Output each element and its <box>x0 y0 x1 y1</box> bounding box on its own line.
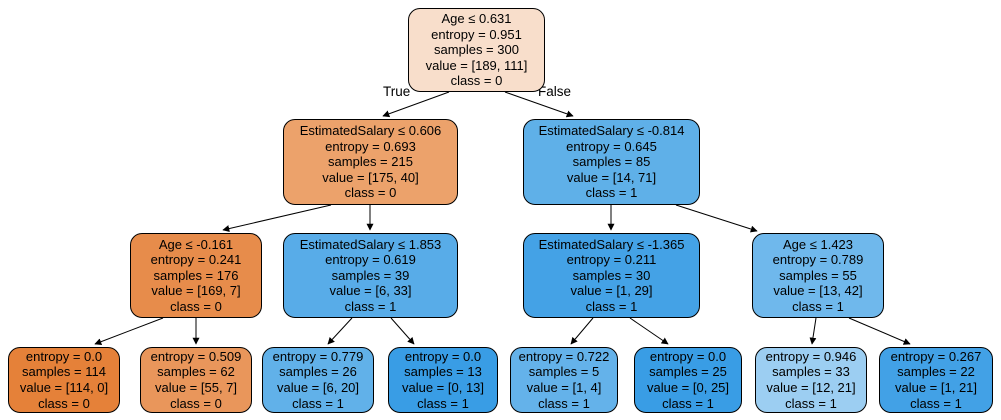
node-entropy: entropy = 0.619 <box>325 252 416 268</box>
node-entropy: entropy = 0.267 <box>890 348 982 364</box>
node-entropy: entropy = 0.211 <box>566 252 657 268</box>
edge-r-to-rr <box>675 204 758 233</box>
edge-rl-to-leaf6 <box>629 317 669 345</box>
node-class: class = 1 <box>538 395 590 411</box>
tree-leaf-3: entropy = 0.779 samples = 26 value = [6,… <box>262 347 374 413</box>
node-value: value = [114, 0] <box>19 380 109 395</box>
node-samples: samples = 13 <box>404 364 482 380</box>
node-class: class = 1 <box>792 298 844 314</box>
node-class: class = 1 <box>417 395 469 411</box>
node-samples: samples = 300 <box>434 42 519 58</box>
node-class: class = 1 <box>910 395 962 411</box>
node-entropy: entropy = 0.0 <box>404 348 482 364</box>
edge-root-to-right <box>504 91 574 118</box>
node-entropy: entropy = 0.951 <box>431 26 522 42</box>
node-class: class = 1 <box>785 395 837 411</box>
node-samples: samples = 33 <box>772 364 850 380</box>
node-condition: EstimatedSalary ≤ 0.606 <box>299 123 442 139</box>
edge-lr-to-leaf4 <box>390 317 415 345</box>
node-value: value = [14, 71] <box>566 169 657 185</box>
node-samples: samples = 176 <box>153 267 239 283</box>
node-value: value = [189, 111] <box>425 57 528 73</box>
node-samples: samples = 62 <box>157 364 235 380</box>
tree-leaf-4: entropy = 0.0 samples = 13 value = [0, 1… <box>388 347 498 413</box>
node-value: value = [0, 25] <box>646 380 730 395</box>
node-samples: samples = 55 <box>779 267 857 283</box>
tree-leaf-1: entropy = 0.0 samples = 114 value = [114… <box>8 347 120 413</box>
tree-node-depth1-right: EstimatedSalary ≤ -0.814 entropy = 0.645… <box>523 119 700 205</box>
tree-node-root: Age ≤ 0.631 entropy = 0.951 samples = 30… <box>408 8 545 92</box>
node-value: value = [1, 29] <box>570 283 653 299</box>
node-samples: samples = 39 <box>331 267 410 283</box>
tree-node-depth2-node1: Age ≤ -0.161 entropy = 0.241 samples = 1… <box>130 233 262 318</box>
node-entropy: entropy = 0.946 <box>765 348 857 364</box>
edge-ll-to-leaf1 <box>94 317 164 346</box>
tree-leaf-6: entropy = 0.0 samples = 25 value = [0, 2… <box>634 347 742 413</box>
node-class: class = 1 <box>292 395 344 411</box>
tree-leaf-5: entropy = 0.722 samples = 5 value = [1, … <box>510 347 618 413</box>
node-entropy: entropy = 0.693 <box>325 138 416 154</box>
node-condition: Age ≤ 1.423 <box>782 236 854 252</box>
edge-label-true: True <box>383 84 411 99</box>
node-value: value = [1, 4] <box>526 380 602 395</box>
tree-leaf-2: entropy = 0.509 samples = 62 value = [55… <box>140 347 252 413</box>
node-samples: samples = 22 <box>897 364 975 380</box>
tree-leaf-8: entropy = 0.267 samples = 22 value = [1,… <box>879 347 993 413</box>
node-value: value = [55, 7] <box>154 380 238 395</box>
node-entropy: entropy = 0.789 <box>772 252 864 268</box>
node-entropy: entropy = 0.509 <box>150 348 242 364</box>
node-class: class = 0 <box>344 185 397 201</box>
tree-node-depth1-left: EstimatedSalary ≤ 0.606 entropy = 0.693 … <box>283 119 458 205</box>
node-value: value = [1, 21] <box>894 380 978 395</box>
node-entropy: entropy = 0.0 <box>649 348 727 364</box>
node-entropy: entropy = 0.779 <box>272 348 364 364</box>
node-samples: samples = 85 <box>572 154 651 170</box>
node-condition: EstimatedSalary ≤ -1.365 <box>538 236 685 252</box>
node-class: class = 1 <box>662 395 714 411</box>
tree-node-depth2-node3: EstimatedSalary ≤ -1.365 entropy = 0.211… <box>523 233 700 318</box>
node-value: value = [175, 40] <box>322 169 419 185</box>
edge-root-to-left <box>382 91 450 118</box>
node-samples: samples = 5 <box>528 364 600 380</box>
edge-rr-to-leaf8 <box>848 317 911 345</box>
node-samples: samples = 26 <box>279 364 357 380</box>
node-class: class = 1 <box>585 185 638 201</box>
node-samples: samples = 30 <box>572 267 651 283</box>
node-entropy: entropy = 0.241 <box>150 252 242 268</box>
edge-lr-to-leaf3 <box>327 317 353 345</box>
edge-label-false: False <box>538 84 572 99</box>
node-entropy: entropy = 0.722 <box>518 348 610 364</box>
node-entropy: entropy = 0.0 <box>25 348 103 364</box>
tree-node-depth2-node2: EstimatedSalary ≤ 1.853 entropy = 0.619 … <box>283 233 458 318</box>
node-condition: EstimatedSalary ≤ -0.814 <box>538 123 685 139</box>
node-value: value = [13, 42] <box>773 283 863 299</box>
edge-rr-to-leaf7 <box>809 317 817 345</box>
node-samples: samples = 215 <box>328 154 413 170</box>
node-class: class = 0 <box>170 395 222 411</box>
node-samples: samples = 114 <box>22 364 106 380</box>
node-class: class = 1 <box>585 298 638 314</box>
node-value: value = [0, 13] <box>401 380 485 395</box>
tree-leaf-7: entropy = 0.946 samples = 33 value = [12… <box>755 347 867 413</box>
node-value: value = [12, 21] <box>766 380 856 395</box>
edge-rl-to-leaf5 <box>570 317 594 345</box>
node-class: class = 0 <box>450 73 503 89</box>
node-condition: EstimatedSalary ≤ 1.853 <box>299 236 442 252</box>
node-value: value = [6, 33] <box>329 283 412 299</box>
edge-l-to-ll <box>222 204 332 232</box>
node-class: class = 0 <box>170 298 222 314</box>
node-samples: samples = 25 <box>649 364 727 380</box>
node-class: class = 0 <box>38 395 90 411</box>
node-condition: Age ≤ -0.161 <box>158 236 234 252</box>
tree-node-depth2-node4: Age ≤ 1.423 entropy = 0.789 samples = 55… <box>752 233 884 318</box>
node-value: value = [6, 20] <box>276 380 360 395</box>
node-entropy: entropy = 0.645 <box>566 138 657 154</box>
node-class: class = 1 <box>344 298 397 314</box>
node-condition: Age ≤ 0.631 <box>441 11 512 27</box>
node-value: value = [169, 7] <box>151 283 241 299</box>
